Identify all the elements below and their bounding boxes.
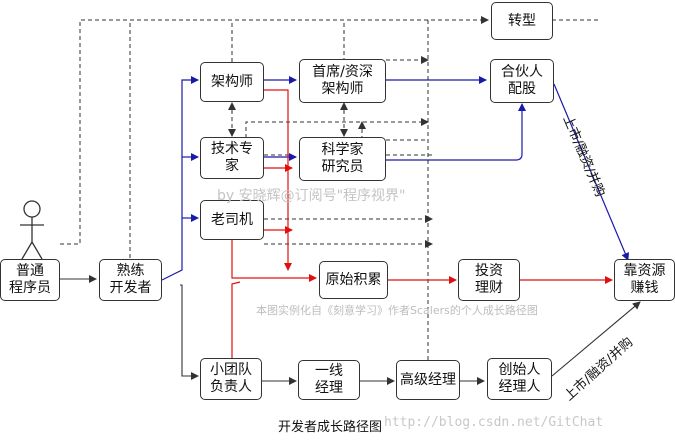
edge-actor-transition bbox=[60, 16, 489, 245]
node-senior-manager[interactable]: 高级经理 bbox=[396, 360, 460, 400]
watermark-source: 本图实例化自《刻意学习》作者Scalers的个人成长路径图 bbox=[256, 304, 538, 317]
node-scientist[interactable]: 科学家 研究员 bbox=[299, 137, 386, 181]
node-architect[interactable]: 架构师 bbox=[200, 62, 264, 102]
edge-dev-architect bbox=[161, 76, 199, 281]
edge-veteran-accum bbox=[231, 240, 317, 282]
node-chief-architect[interactable]: 首席/资深 架构师 bbox=[299, 59, 386, 103]
node-actor[interactable]: 普通 程序员 bbox=[0, 259, 60, 301]
diagram-title: 开发者成长路径图 bbox=[278, 420, 383, 435]
node-founder-manager[interactable]: 创始人 经理人 bbox=[487, 358, 552, 400]
node-veteran[interactable]: 老司机 bbox=[200, 200, 264, 240]
edge-lead-accum bbox=[231, 281, 241, 360]
node-capital[interactable]: 靠资源 赚钱 bbox=[614, 259, 675, 301]
node-skilled-dev[interactable]: 熟练 开发者 bbox=[99, 259, 162, 301]
node-tech-expert[interactable]: 技术专 家 bbox=[200, 137, 264, 179]
edge-architect-accum bbox=[264, 89, 292, 271]
node-investment[interactable]: 投资 理财 bbox=[458, 259, 520, 301]
watermark-author: by 安晓辉@订阅号"程序视界" bbox=[217, 188, 406, 204]
node-partner[interactable]: 合伙人 配股 bbox=[490, 59, 554, 103]
node-front-manager[interactable]: 一线 经理 bbox=[298, 360, 360, 400]
edge-partner-capital bbox=[553, 83, 629, 261]
edge-dev-lead bbox=[180, 284, 199, 380]
node-team-lead[interactable]: 小团队 负责人 bbox=[200, 358, 262, 400]
edge-founder-capital bbox=[551, 301, 641, 377]
edge-expert-loop bbox=[245, 118, 429, 138]
node-transition[interactable]: 转型 bbox=[491, 2, 553, 40]
node-accumulation[interactable]: 原始积累 bbox=[319, 261, 388, 299]
watermark-url: http://blog.csdn.net/GitChat bbox=[384, 415, 604, 430]
edge-scientist-partner bbox=[386, 103, 526, 161]
actor-figure bbox=[20, 200, 44, 260]
